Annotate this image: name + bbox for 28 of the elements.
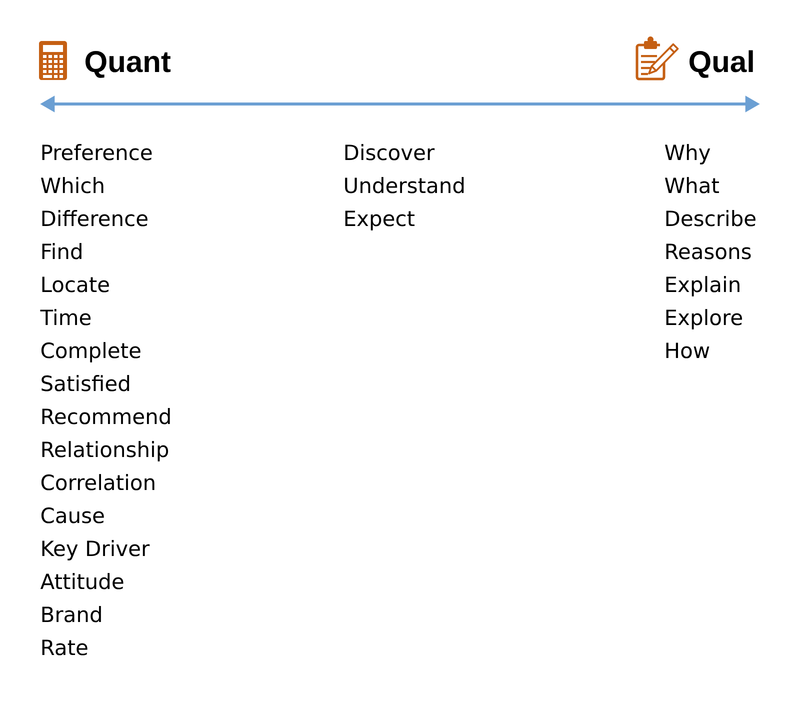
keyword: Explore: [666, 309, 742, 330]
keyword: Attitude: [40, 573, 124, 590]
keyword: Difference: [42, 210, 148, 226]
keyword: Which: [40, 177, 104, 194]
keyword: Key Driver: [42, 540, 150, 560]
keyword: Find: [42, 243, 82, 260]
keyword: Describe: [666, 210, 756, 226]
keyword: How: [666, 342, 710, 358]
keyword: Correlation: [41, 474, 154, 490]
keyword: Satisfied: [42, 375, 130, 392]
keyword: What: [664, 177, 719, 194]
keyword: Complete: [41, 342, 140, 362]
keyword: Relationship: [42, 441, 168, 462]
heading: Qual: [690, 50, 753, 78]
keyword: Recommend: [42, 408, 170, 424]
heading: Quant: [86, 51, 171, 78]
keyword: Understand: [345, 177, 464, 194]
keyword: Preference: [42, 144, 152, 160]
keyword: Explain: [666, 276, 740, 296]
keyword: Time: [40, 309, 91, 326]
keyword: Cause: [41, 507, 104, 524]
keyword: Reasons: [666, 244, 751, 260]
keyword: Expect: [345, 210, 414, 230]
keyword: Discover: [345, 144, 435, 160]
keyword: Brand: [42, 606, 101, 622]
keyword: Locate: [42, 276, 109, 292]
keyword: Why: [664, 144, 710, 164]
keyword: Rate: [42, 640, 88, 656]
